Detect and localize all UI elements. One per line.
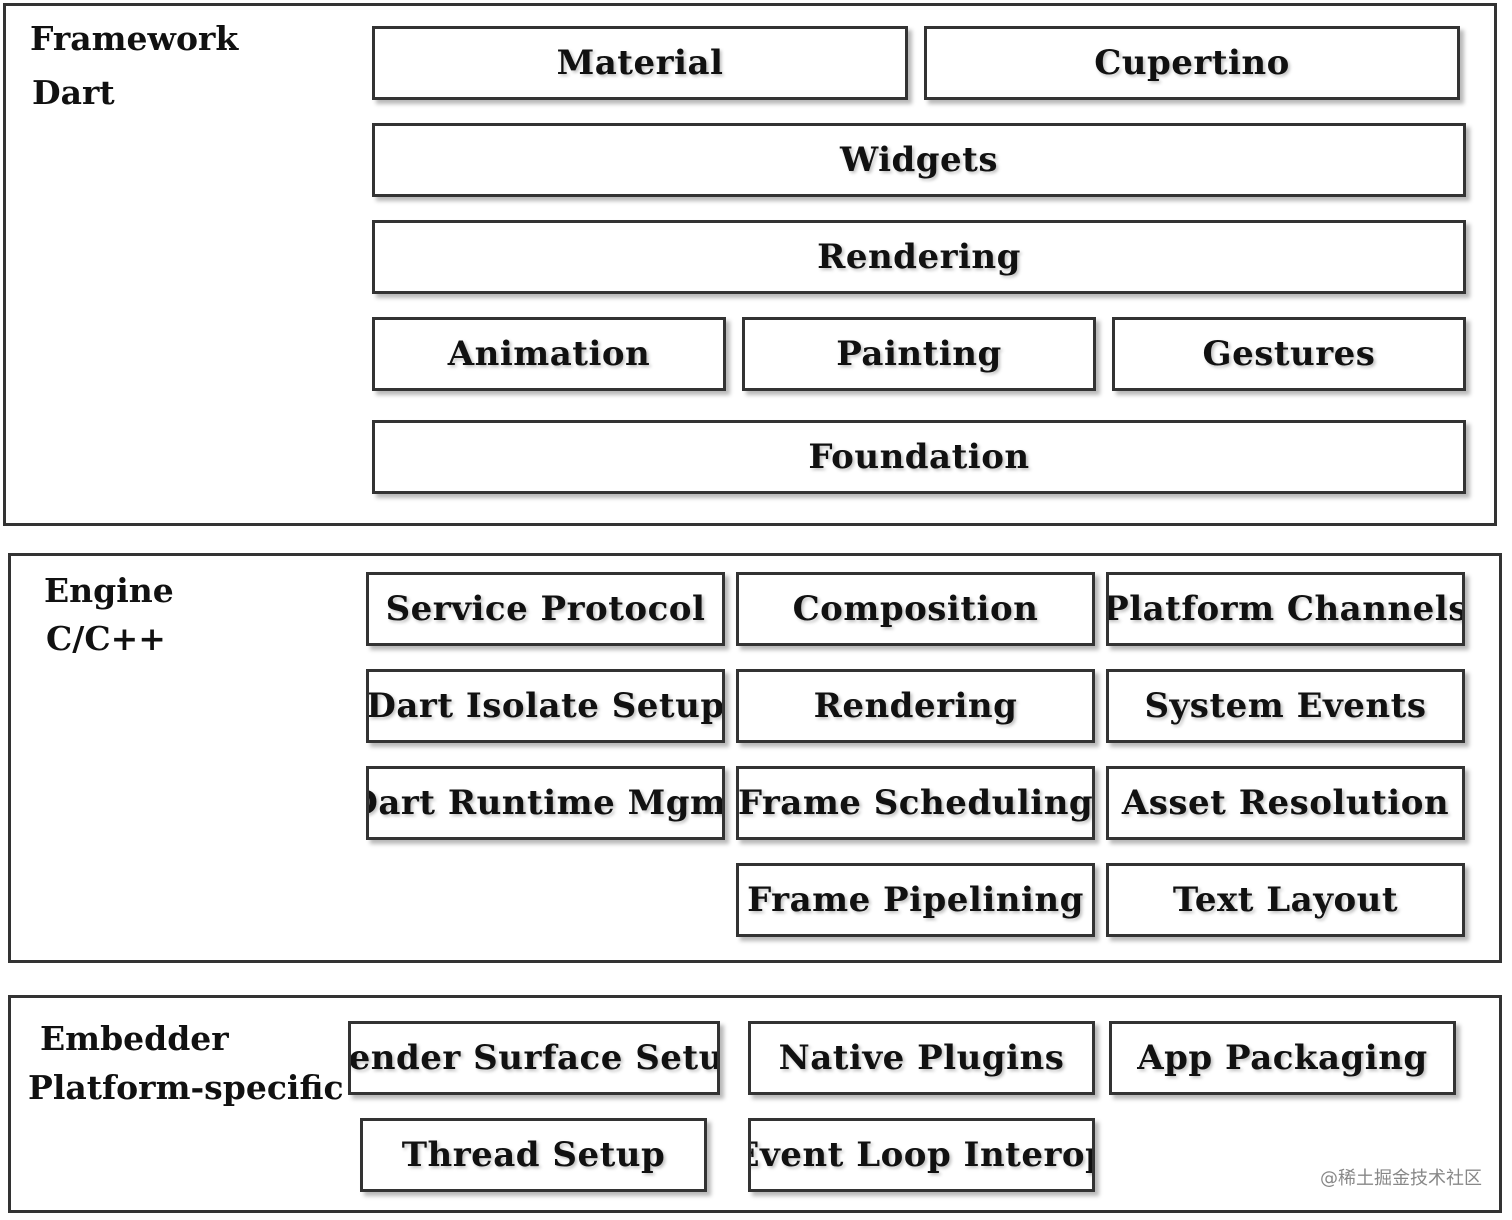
engine-layer-title: Engine [44, 571, 174, 610]
gestures-box: Gestures [1112, 317, 1466, 391]
text-layout-box: Text Layout [1106, 863, 1465, 937]
dart-runtime-mgmt-box: Dart Runtime Mgmt [366, 766, 725, 840]
foundation-box: Foundation [372, 420, 1466, 494]
painting-box: Painting [742, 317, 1096, 391]
widgets-box: Widgets [372, 123, 1466, 197]
engine-rendering-box: Rendering [736, 669, 1095, 743]
app-packaging-box: App Packaging [1109, 1021, 1456, 1095]
service-protocol-box: Service Protocol [366, 572, 725, 646]
system-events-box: System Events [1106, 669, 1465, 743]
animation-box: Animation [372, 317, 726, 391]
composition-box: Composition [736, 572, 1095, 646]
embedder-layer-title: Embedder [40, 1019, 229, 1058]
engine-layer-subtitle: C/C++ [46, 619, 166, 658]
material-box: Material [372, 26, 908, 100]
asset-resolution-box: Asset Resolution [1106, 766, 1465, 840]
native-plugins-box: Native Plugins [748, 1021, 1095, 1095]
framework-rendering-box: Rendering [372, 220, 1466, 294]
embedder-layer-subtitle: Platform-specific [28, 1068, 344, 1107]
event-loop-interop-box: Event Loop Interop [748, 1118, 1095, 1192]
dart-isolate-setup-box: Dart Isolate Setup [366, 669, 725, 743]
watermark-text: @稀土掘金技术社区 [1320, 1168, 1482, 1189]
frame-pipelining-box: Frame Pipelining [736, 863, 1095, 937]
cupertino-box: Cupertino [924, 26, 1460, 100]
framework-layer-subtitle: Dart [32, 73, 115, 112]
thread-setup-box: Thread Setup [360, 1118, 707, 1192]
render-surface-setup-box: Render Surface Setup [348, 1021, 720, 1095]
platform-channels-box: Platform Channels [1106, 572, 1465, 646]
framework-layer-title: Framework [30, 19, 239, 58]
frame-scheduling-box: Frame Scheduling [736, 766, 1095, 840]
